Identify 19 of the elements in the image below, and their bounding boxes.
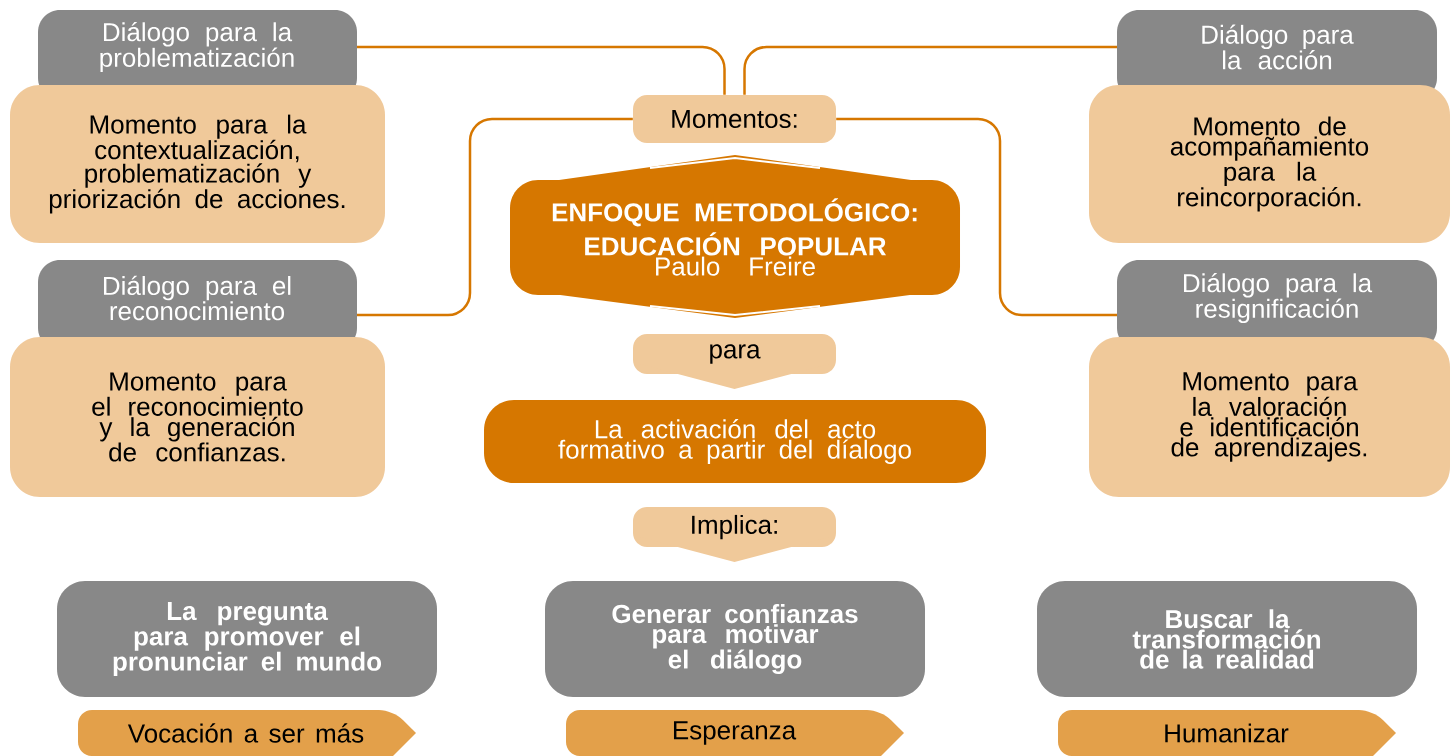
moment-box: Momento de acompañamiento para la reincorporación. xyxy=(1089,85,1450,243)
moment-box: Momento para la valoración e identificación de aprendizajes. xyxy=(1089,337,1450,497)
principle-box: Buscar la transformación de la realidad xyxy=(1037,581,1417,697)
principle-box: La pregunta para promover el pronunciar el mundo xyxy=(57,581,437,697)
pointer-tag: Implica: xyxy=(633,507,836,562)
connector-line xyxy=(357,117,633,317)
moment-box: Momento para el reconocimiento y la generación de confianzas. xyxy=(10,337,385,497)
connector-line xyxy=(836,117,1117,317)
chevron-tag: Humanizar xyxy=(1058,710,1396,756)
chevron-tag: Esperanza xyxy=(566,710,904,756)
moment-box: Momento para la contextualización, problematización y priorización de acciones. xyxy=(10,85,385,243)
connector-line xyxy=(357,45,726,95)
pointer-tag: para xyxy=(633,334,836,389)
principle-box: Generar confianzas para motivar el diálogo xyxy=(545,581,925,697)
tag-box: Momentos: xyxy=(633,95,836,143)
chevron-tag: Vocación a ser más xyxy=(78,710,416,756)
connector-line xyxy=(743,45,1117,95)
result-box: La activación del acto formativo a partir del díalogo xyxy=(484,400,986,483)
central-hexagon: ENFOQUE METODOLÓGICO: EDUCACIÓN POPULAR Paulo Freire xyxy=(510,155,960,318)
